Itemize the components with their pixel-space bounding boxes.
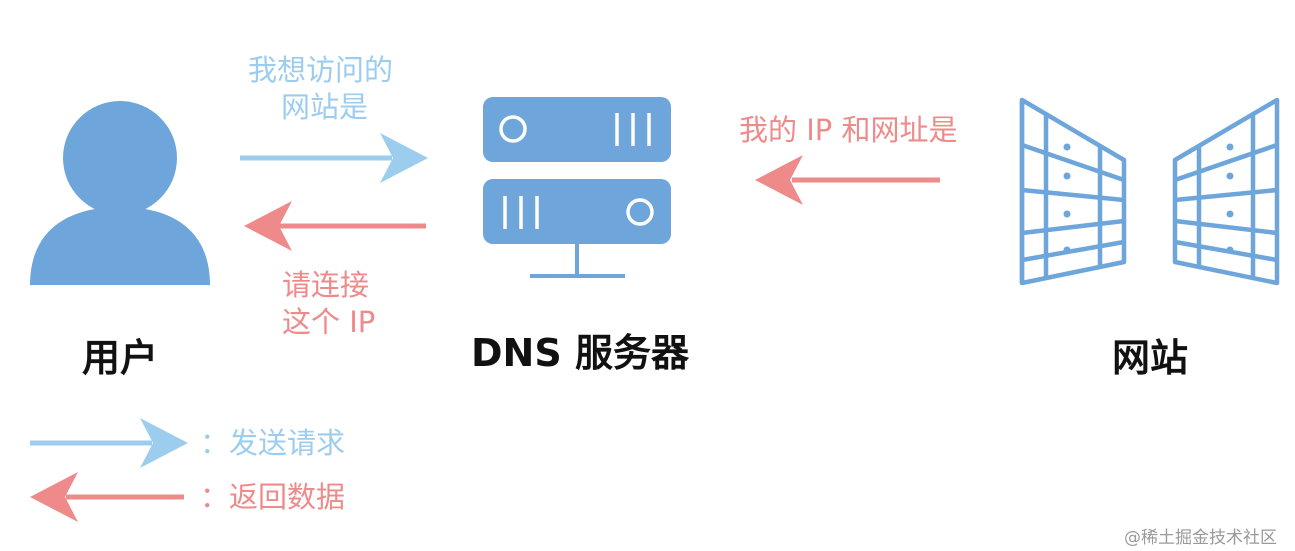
user-label: 用户	[81, 336, 158, 380]
website-label: 网站	[1111, 336, 1188, 380]
query-label-line2: 网站是	[281, 90, 369, 124]
request-arrow	[240, 133, 428, 183]
watermark: @稀土掘金技术社区	[1124, 528, 1277, 548]
site-to-dns-arrow	[755, 155, 940, 205]
website-icon	[1019, 97, 1280, 286]
user-icon	[30, 101, 210, 285]
server-icon	[483, 97, 671, 278]
legend-request-arrow	[30, 418, 188, 468]
query-label-line1: 我想访问的	[248, 53, 394, 87]
legend-response-arrow	[30, 472, 184, 522]
site-info-label: 我的 IP 和网址是	[739, 113, 958, 147]
reply-label-line2: 这个 IP	[282, 305, 376, 339]
legend-response-label: ：返回数据	[200, 480, 346, 514]
dns-server-label: DNS 服务器	[471, 331, 689, 375]
reply-label-line1: 请连接	[282, 268, 370, 302]
website-icon-dots	[1063, 143, 1234, 254]
legend-request-label: ：发送请求	[200, 426, 346, 460]
response-arrow	[244, 201, 426, 251]
